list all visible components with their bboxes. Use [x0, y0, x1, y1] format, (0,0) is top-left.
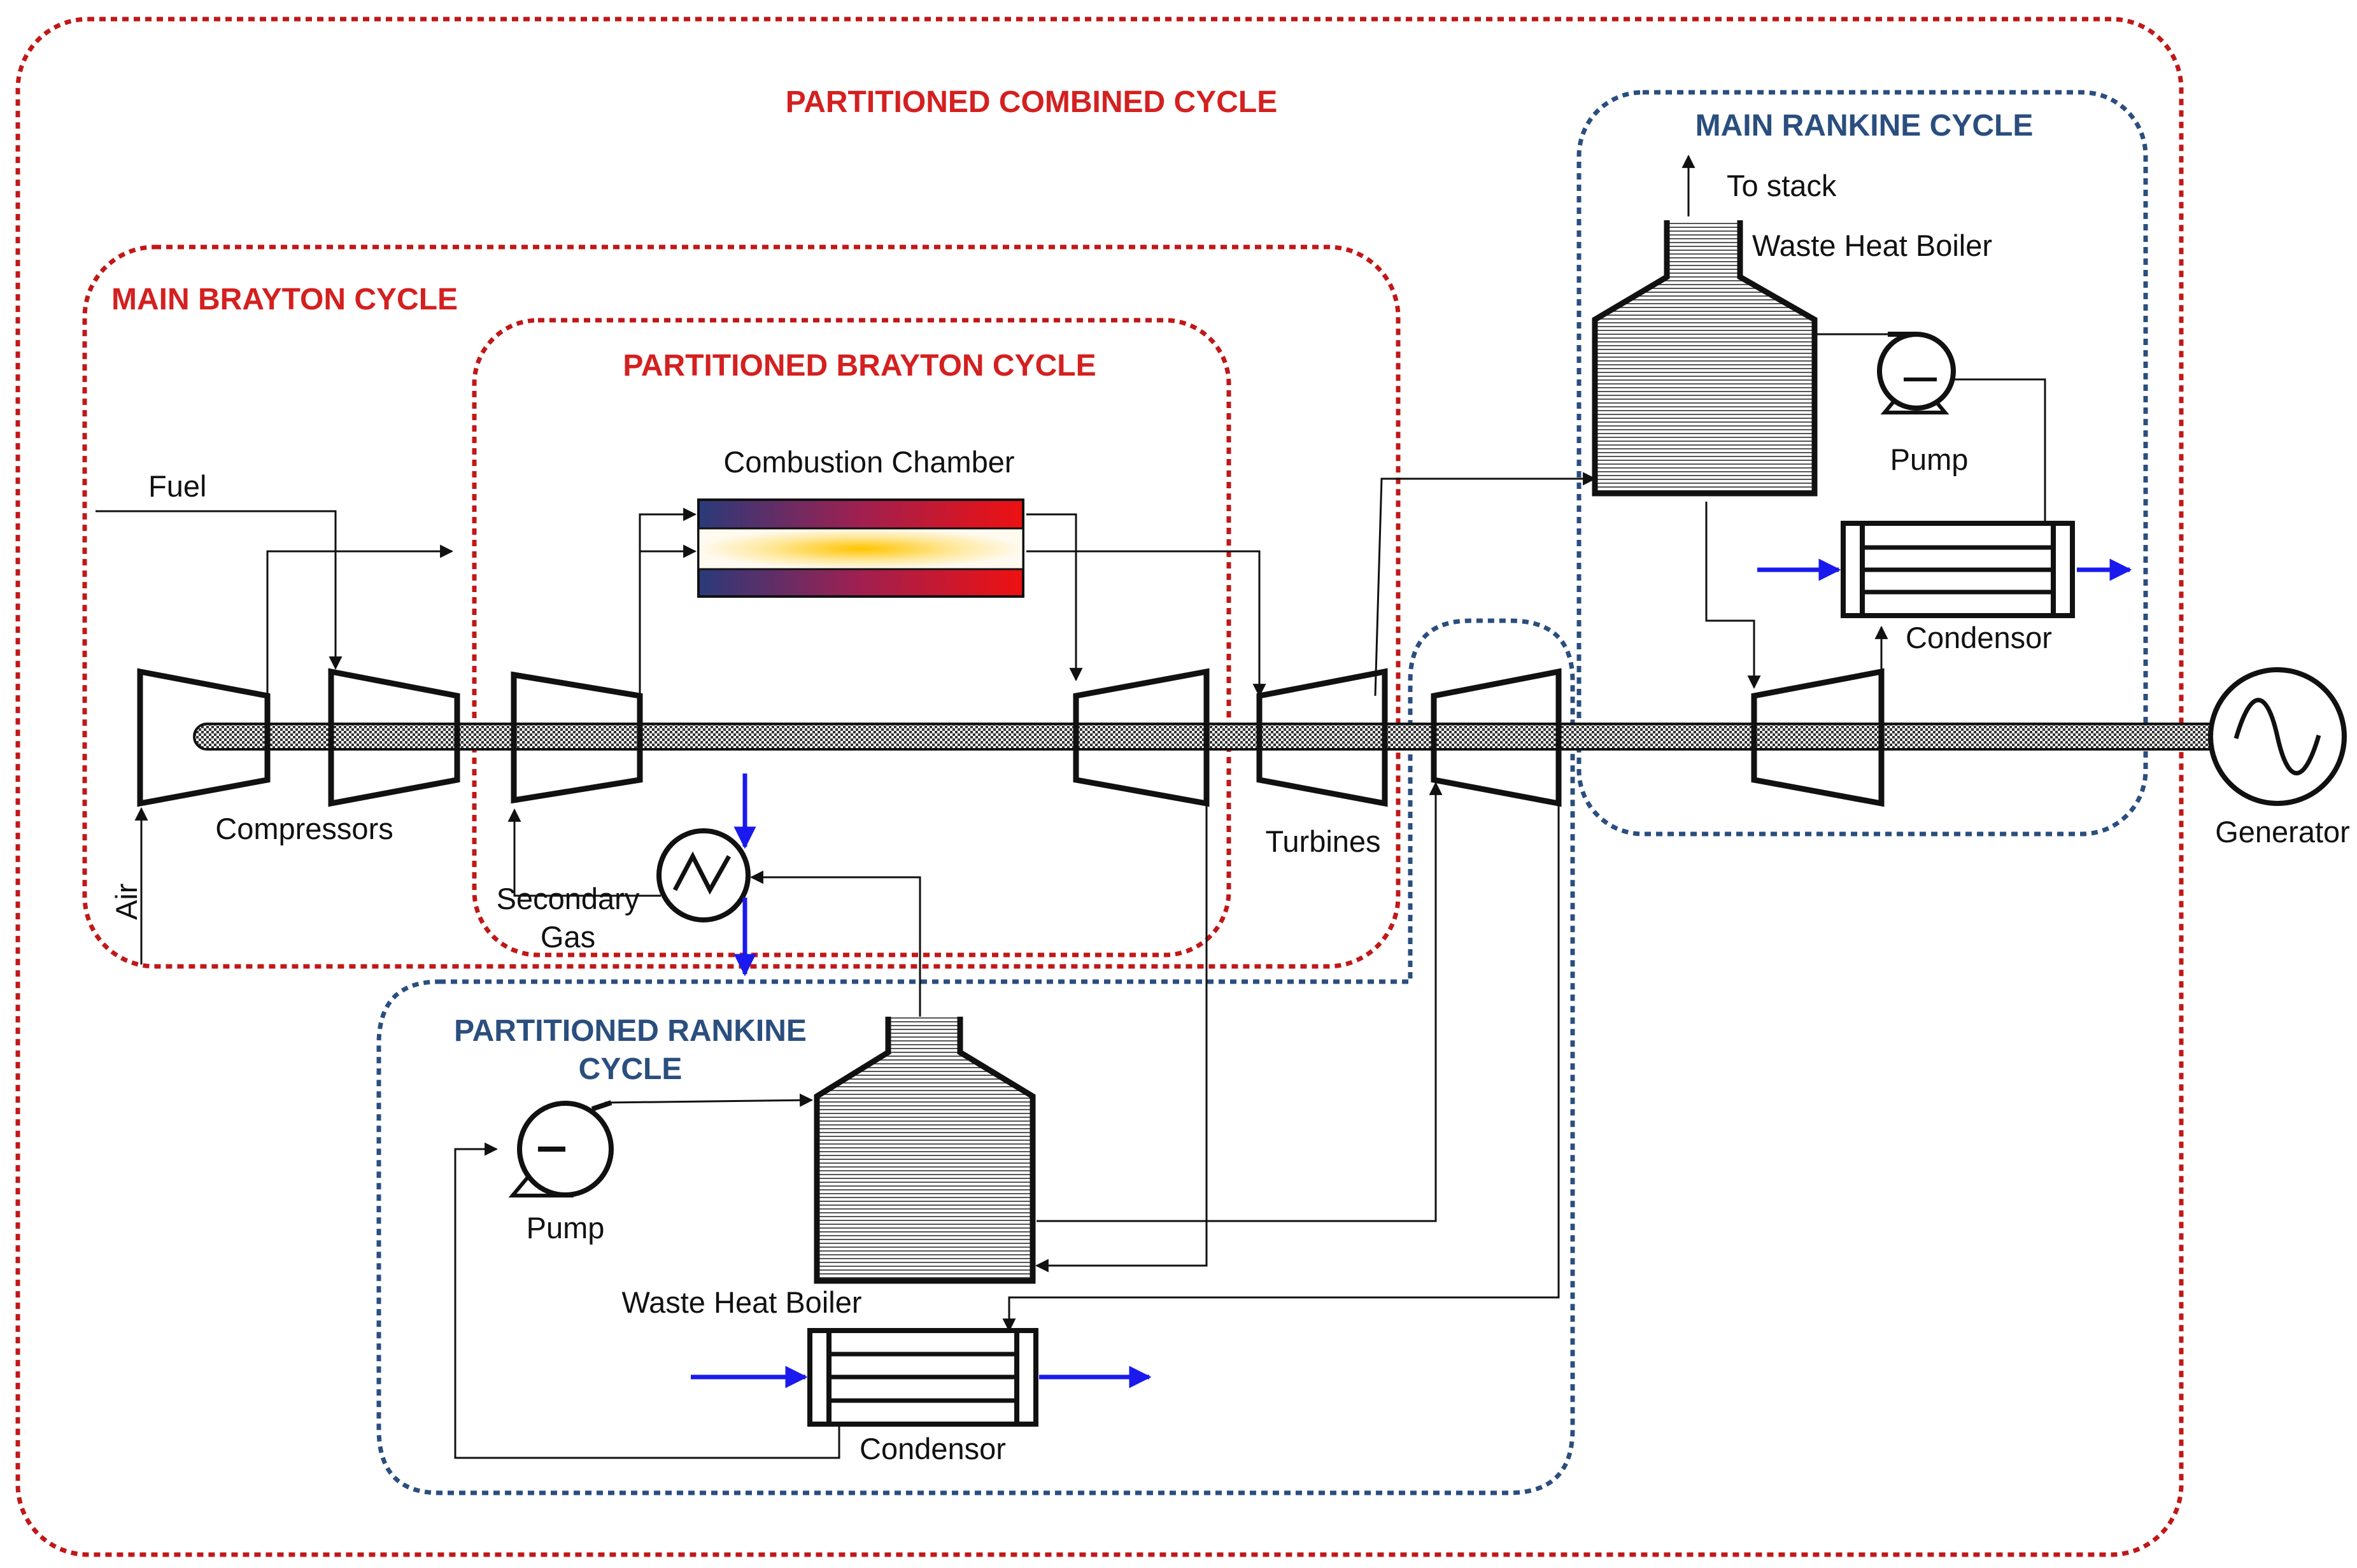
condensor-partitioned [807, 1328, 1038, 1427]
steam-turbine-main [1751, 668, 1885, 807]
label-air: Air [110, 884, 143, 920]
generator [2208, 667, 2347, 806]
compressor-high-pressure [328, 668, 460, 807]
label-turbines: Turbines [1265, 824, 1380, 858]
label-generator: Generator [2215, 815, 2350, 849]
shaft [193, 723, 2226, 751]
boundary-partitioned-combined [15, 17, 2184, 1557]
combustion-chamber [697, 498, 1024, 598]
label-condensor-partitioned: Condensor [860, 1432, 1006, 1466]
label-to-stack: To stack [1727, 169, 1837, 202]
turbine-high-pressure [1256, 668, 1388, 807]
label-condensor-main: Condensor [1906, 621, 2052, 654]
title-partitioned-rankine-line2: CYCLE [579, 1052, 683, 1086]
boundary-partitioned-rankine [376, 618, 1575, 1495]
compressor-low-pressure [137, 668, 271, 807]
label-waste-heat-boiler-main: Waste Heat Boiler [1752, 229, 1992, 262]
title-main-rankine-cycle: MAIN RANKINE CYCLE [1695, 109, 2034, 143]
heat-exchanger-secondary-gas [656, 828, 751, 922]
label-pump-partitioned: Pump [527, 1211, 605, 1245]
label-secondary-line1: Secondary [497, 882, 640, 915]
waste-heat-boiler-main [1592, 220, 1818, 497]
compressor-partitioned [511, 671, 643, 804]
label-fuel: Fuel [148, 469, 206, 503]
title-partitioned-rankine-line1: PARTITIONED RANKINE [454, 1014, 807, 1048]
title-partitioned-brayton-cycle: PARTITIONED BRAYTON CYCLE [623, 349, 1096, 383]
pump-partitioned [508, 1100, 614, 1197]
boundary-main-rankine [1576, 90, 2148, 837]
condensor-main [1841, 521, 2075, 618]
label-combustion-chamber: Combustion Chamber [723, 445, 1014, 479]
piping [96, 154, 2046, 1459]
label-waste-heat-boiler-partitioned: Waste Heat Boiler [621, 1285, 861, 1319]
turbine-low-pressure [1431, 668, 1562, 807]
label-secondary-line2: Gas [541, 920, 595, 954]
waste-heat-boiler-partitioned [814, 1017, 1036, 1284]
title-main-brayton-cycle: MAIN BRAYTON CYCLE [111, 283, 458, 316]
label-pump-main: Pump [1890, 442, 1969, 476]
pump-main [1877, 332, 1956, 414]
cooling-water-arrows [691, 558, 2132, 1388]
title-partitioned-combined-cycle: PARTITIONED COMBINED CYCLE [786, 85, 1277, 119]
boundary-partitioned-brayton [472, 318, 1231, 957]
turbine-partitioned [1073, 668, 1210, 807]
label-compressors: Compressors [215, 812, 393, 845]
